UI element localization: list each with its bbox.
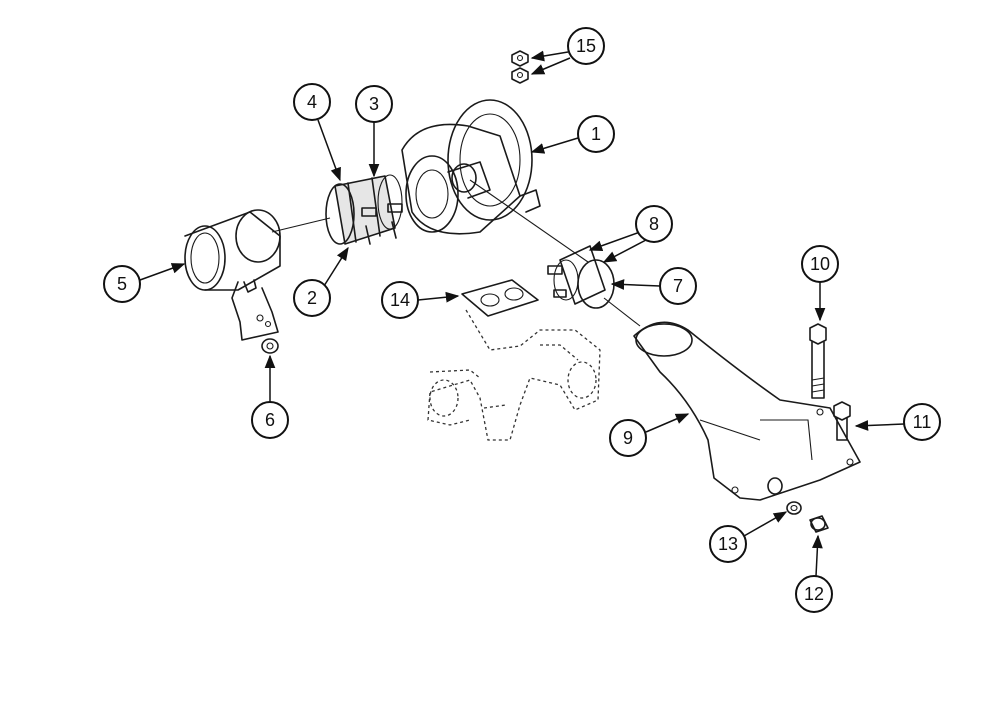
callout-6: 6 <box>251 401 289 439</box>
leader-8b <box>602 239 647 263</box>
callout-8-label: 8 <box>649 214 659 234</box>
engine-exhaust-manifold-phantom <box>427 309 601 441</box>
callout-10: 10 <box>801 245 839 283</box>
callout-15-label: 15 <box>576 36 596 56</box>
callout-14-label: 14 <box>390 290 410 310</box>
part-turbocharger <box>401 99 541 235</box>
leader-9 <box>645 413 690 433</box>
part-washer-13 <box>786 501 802 515</box>
callout-5: 5 <box>103 265 141 303</box>
callout-2-label: 2 <box>307 288 317 308</box>
part-bolt-10 <box>809 323 827 399</box>
callout-13: 13 <box>709 525 747 563</box>
leader-2 <box>323 246 349 287</box>
leader-5 <box>139 263 186 281</box>
assembly-axis-manifold <box>603 297 641 327</box>
part-bolt-11 <box>833 401 851 441</box>
part-intake-elbow <box>184 209 281 341</box>
callout-2: 2 <box>293 279 331 317</box>
assembly-axis-exhaust <box>469 179 589 263</box>
part-hose-and-clamps <box>325 174 403 245</box>
callout-3: 3 <box>355 85 393 123</box>
leader-7 <box>610 279 661 290</box>
leader-4 <box>317 119 341 182</box>
callout-12-label: 12 <box>804 584 824 604</box>
leader-12 <box>811 534 823 577</box>
callout-5-label: 5 <box>117 274 127 294</box>
part-plug-12 <box>809 515 829 533</box>
callout-4: 4 <box>293 83 331 121</box>
callout-1: 1 <box>577 115 615 153</box>
callout-3-label: 3 <box>369 94 379 114</box>
leader-15a <box>530 50 569 62</box>
leader-13 <box>743 511 788 537</box>
callout-6-label: 6 <box>265 410 275 430</box>
callout-1-label: 1 <box>591 124 601 144</box>
leader-11 <box>854 420 905 431</box>
part-gasket-14 <box>461 279 539 317</box>
callout-9: 9 <box>609 419 647 457</box>
callout-14: 14 <box>381 281 419 319</box>
leader-14 <box>417 291 460 303</box>
callout-4-label: 4 <box>307 92 317 112</box>
part-nut-6 <box>261 338 279 354</box>
callout-11-label: 11 <box>913 412 932 432</box>
leader-15b <box>530 57 571 75</box>
callout-8: 8 <box>635 205 673 243</box>
callouts: 1 2 3 4 5 6 <box>103 27 941 613</box>
callout-9-label: 9 <box>623 428 633 448</box>
callout-10-label: 10 <box>810 254 830 274</box>
callout-15: 15 <box>567 27 605 65</box>
part-exhaust-elbow-9 <box>633 321 861 501</box>
assembly-axis-intake <box>271 217 331 233</box>
callout-7: 7 <box>659 267 697 305</box>
part-nuts-15 <box>511 50 529 84</box>
leader-1 <box>530 137 579 154</box>
leader-8a <box>588 231 641 251</box>
callout-7-label: 7 <box>673 276 683 296</box>
callout-13-label: 13 <box>718 534 738 554</box>
callout-11: 11 <box>903 403 941 441</box>
callout-12: 12 <box>795 575 833 613</box>
